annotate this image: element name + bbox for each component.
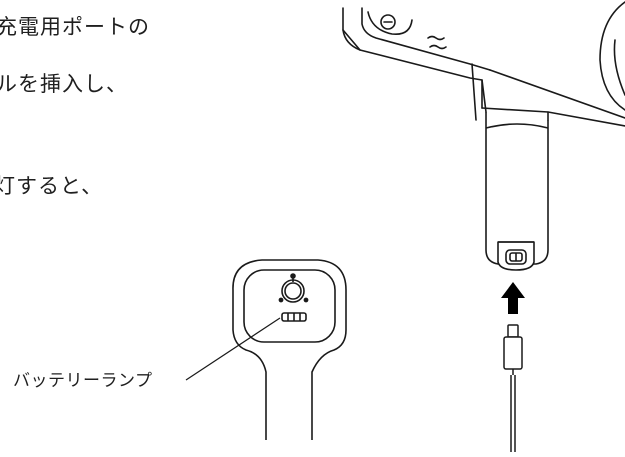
instruction-line-1: 充電用ポートの <box>0 15 150 39</box>
massage-gun-front-icon <box>232 259 347 440</box>
arrow-up-icon <box>501 282 525 314</box>
usb-c-cable-icon <box>503 324 523 452</box>
callout-leader-line <box>185 317 281 381</box>
battery-lamp-label: バッテリーランプ <box>13 371 153 391</box>
instruction-line-3: 灯すると、 <box>0 174 104 198</box>
massage-gun-side-icon <box>342 1 625 127</box>
handle-side-icon <box>485 112 549 271</box>
instruction-line-2: ルを挿入し、 <box>0 72 128 96</box>
